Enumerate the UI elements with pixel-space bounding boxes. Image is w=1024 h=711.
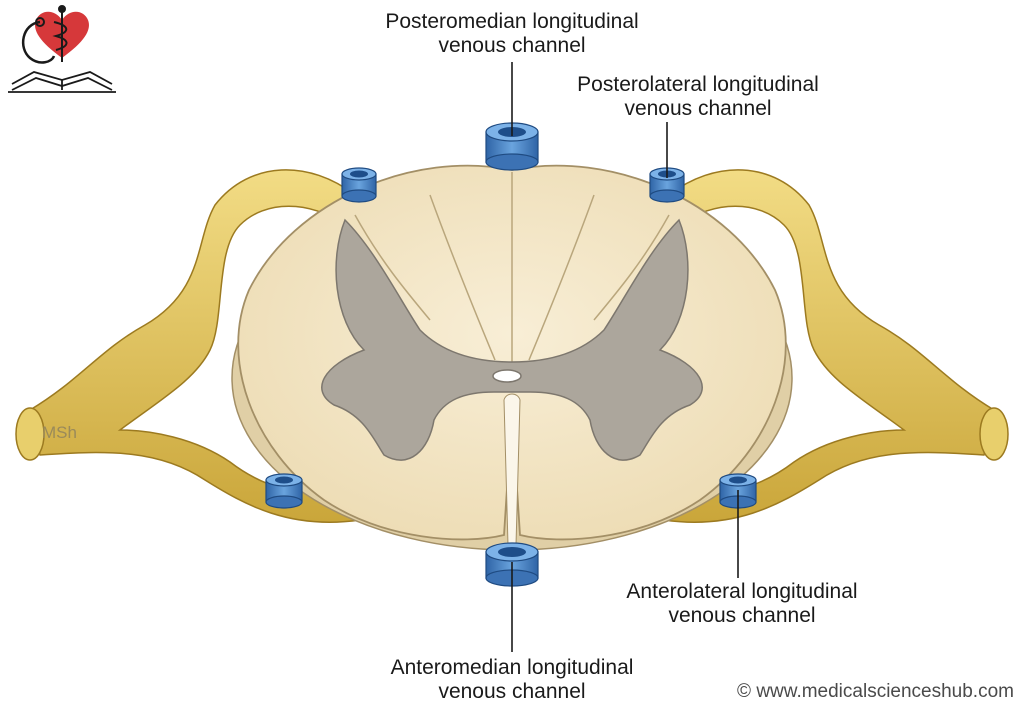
anterolateral-vein-left (265, 473, 303, 509)
right-spinal-nerve (662, 169, 1009, 523)
stethoscope-icon (21, 20, 56, 64)
caduceus-icon (52, 5, 68, 62)
label-anterolateral: Anterolateral longitudinal venous channe… (626, 580, 858, 627)
gray-matter (321, 218, 703, 461)
open-book-icon (8, 71, 116, 93)
posterior-funiculi (354, 172, 670, 365)
site-logo (8, 5, 116, 93)
label-posteromedian: Posteromedian longitudinal venous channe… (385, 10, 639, 57)
watermark-text: MSh (42, 423, 77, 442)
label-anteromedian: Anteromedian longitudinal venous channel (390, 656, 634, 703)
posterolateral-vein-left (341, 167, 377, 203)
leader-lines (511, 62, 739, 652)
central-canal (492, 369, 522, 383)
left-spinal-nerve: MSh (15, 169, 362, 523)
anterior-median-fissure (503, 393, 521, 546)
label-posterolateral: Posterolateral longitudinal venous chann… (577, 73, 819, 120)
copyright-credit: © www.medicalscienceshub.com (737, 681, 1014, 702)
